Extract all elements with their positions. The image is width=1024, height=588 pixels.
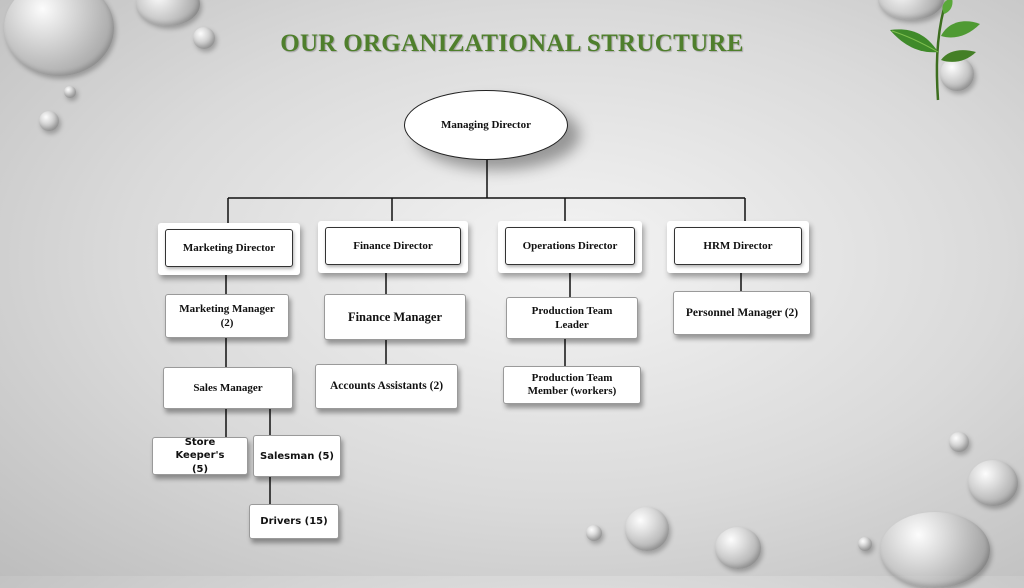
node-label: HRM Director xyxy=(674,227,802,265)
node-accounts-assistants: Accounts Assistants (2) xyxy=(315,364,458,409)
water-drop-icon xyxy=(193,27,215,49)
water-drop-icon xyxy=(64,86,76,98)
node-salesman: Salesman (5) xyxy=(253,435,341,477)
water-drop-icon xyxy=(858,537,872,551)
water-drop-icon xyxy=(949,432,969,452)
water-drop-icon xyxy=(715,527,761,569)
node-label: Marketing Director xyxy=(165,229,293,267)
node-marketing-manager: Marketing Manager (2) xyxy=(165,294,289,338)
page-title: OUR ORGANIZATIONAL STRUCTURE xyxy=(280,30,744,57)
node-finance-director: Finance Director xyxy=(318,221,468,273)
tea-leaf-icon xyxy=(890,0,980,101)
node-production-team-member: Production Team Member (workers) xyxy=(503,366,641,404)
water-drop-icon xyxy=(878,0,944,20)
node-managing-director: Managing Director xyxy=(404,90,568,160)
water-drop-icon xyxy=(39,111,59,131)
water-drop-icon xyxy=(880,512,990,588)
water-drop-icon xyxy=(625,507,669,551)
node-personnel-manager: Personnel Manager (2) xyxy=(673,291,811,335)
node-store-keepers: Store Keeper's (5) xyxy=(152,437,248,475)
water-drop-icon xyxy=(940,57,974,91)
connector-lines xyxy=(225,158,746,504)
node-production-team-leader: Production Team Leader xyxy=(506,297,638,339)
node-hrm-director: HRM Director xyxy=(667,221,809,273)
node-sales-manager: Sales Manager xyxy=(163,367,293,409)
water-drop-icon xyxy=(586,525,602,541)
node-label: Finance Director xyxy=(325,227,461,265)
water-drop-icon xyxy=(4,0,114,76)
node-operations-director: Operations Director xyxy=(498,221,642,273)
node-marketing-director: Marketing Director xyxy=(158,223,300,275)
node-finance-manager: Finance Manager xyxy=(324,294,466,340)
node-label: Operations Director xyxy=(505,227,635,265)
node-drivers: Drivers (15) xyxy=(249,504,339,539)
water-drop-icon xyxy=(968,460,1018,506)
